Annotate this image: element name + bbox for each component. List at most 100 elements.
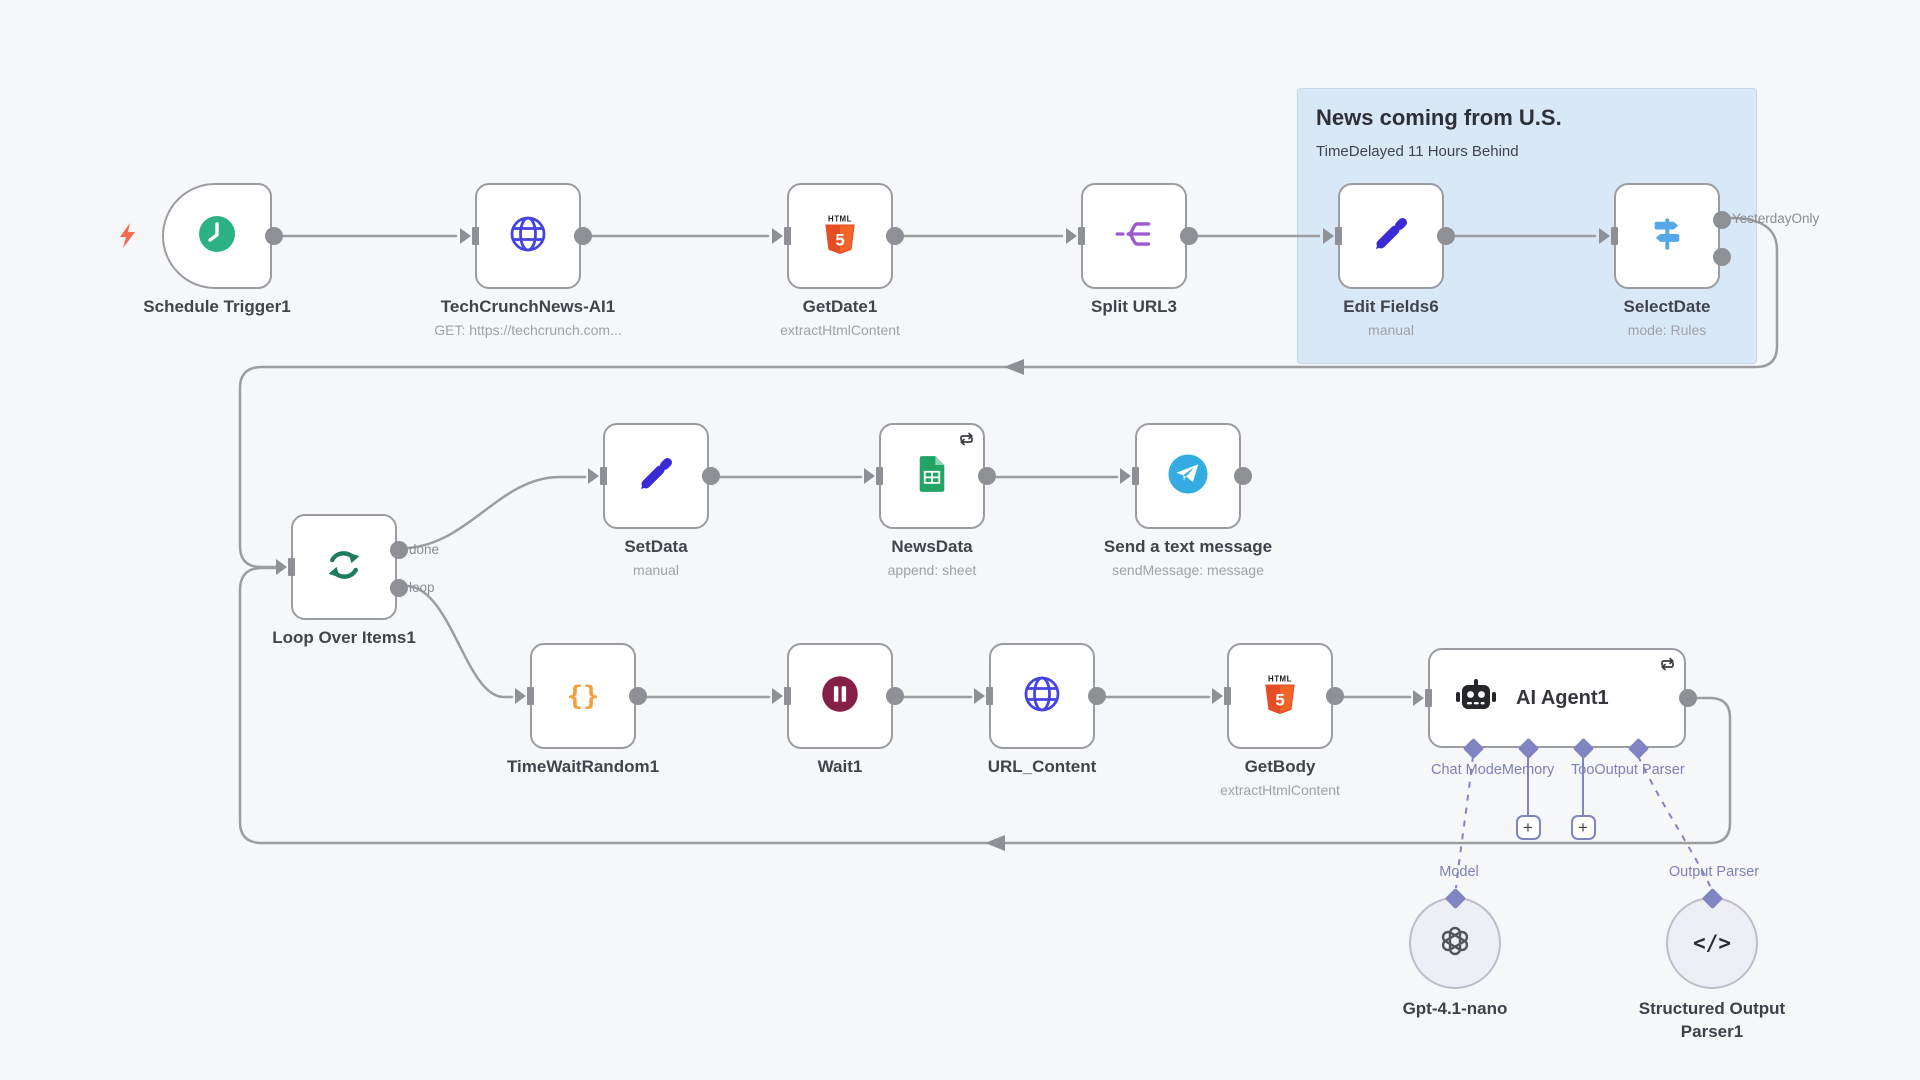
output-port[interactable]: [702, 467, 720, 485]
node-title: Loop Over Items1: [272, 628, 416, 647]
input-port[interactable]: [772, 228, 783, 244]
output-port[interactable]: [1437, 227, 1455, 245]
input-tab[interactable]: [986, 687, 993, 705]
node-structured-parser[interactable]: </>: [1666, 897, 1758, 989]
output-port[interactable]: [574, 227, 592, 245]
pencil-icon: [1371, 214, 1411, 259]
output-label: YesterdayOnly: [1732, 211, 1820, 226]
node-getbody[interactable]: HTML 5 GetBody extractHtmlContent: [1212, 643, 1344, 798]
input-port[interactable]: [772, 688, 783, 704]
node-techcrunch-news[interactable]: TechCrunchNews-AI1 GET: https://techcrun…: [434, 183, 622, 338]
output-port[interactable]: [1679, 689, 1697, 707]
gpt-model-label: Gpt-4.1-nano: [1402, 999, 1508, 1018]
input-tab[interactable]: [1132, 467, 1139, 485]
node-title: Wait1: [817, 757, 863, 776]
output-port[interactable]: [1180, 227, 1198, 245]
svg-text:5: 5: [835, 230, 844, 249]
node-getdate[interactable]: HTML 5 GetDate1 extractHtmlContent: [772, 183, 904, 338]
node-split-url[interactable]: Split URL3: [1066, 183, 1198, 316]
openai-icon: [1432, 918, 1478, 969]
pause-icon: [820, 674, 860, 719]
svg-text:HTML: HTML: [1268, 674, 1292, 683]
input-tab[interactable]: [876, 467, 883, 485]
node-title: NewsData: [891, 537, 973, 556]
pencil-icon: [636, 454, 676, 499]
input-port[interactable]: [974, 688, 985, 704]
code-braces-icon: {}: [566, 680, 600, 712]
robot-icon: [1454, 677, 1498, 720]
node-title: GetDate1: [802, 297, 878, 316]
model-port-label: Model: [1439, 864, 1479, 880]
add-tool-button[interactable]: +: [1570, 814, 1596, 840]
globe-icon: [1021, 673, 1063, 720]
input-tab[interactable]: [1224, 687, 1231, 705]
node-ai-agent[interactable]: AI Agent1: [1413, 648, 1697, 748]
input-tab[interactable]: [784, 687, 791, 705]
telegram-icon: [1166, 452, 1210, 501]
input-port[interactable]: [864, 468, 875, 484]
input-port[interactable]: [1323, 228, 1334, 244]
output-port[interactable]: [1326, 687, 1344, 705]
output-port[interactable]: [978, 467, 996, 485]
input-tab[interactable]: [1078, 227, 1085, 245]
node-loop-over-items[interactable]: done loop Loop Over Items1: [272, 514, 439, 647]
output-port-loop[interactable]: [390, 579, 408, 597]
input-tab[interactable]: [1425, 689, 1432, 707]
input-port[interactable]: [460, 228, 471, 244]
svg-text:HTML: HTML: [828, 214, 852, 223]
input-port[interactable]: [588, 468, 599, 484]
split-out-icon: [1115, 217, 1153, 256]
return-arrow-top: [1004, 359, 1024, 375]
node-selectdate[interactable]: YesterdayOnly SelectDate mode: Rules: [1599, 183, 1819, 338]
input-tab[interactable]: [472, 227, 479, 245]
node-title: SetData: [624, 537, 688, 556]
input-port[interactable]: [1413, 690, 1424, 706]
input-port[interactable]: [1212, 688, 1223, 704]
input-port[interactable]: [1599, 228, 1610, 244]
node-title: SelectDate: [1623, 297, 1711, 316]
node-setdata[interactable]: SetData manual: [588, 423, 720, 578]
wire-loop-timewait: [406, 584, 514, 699]
output-port[interactable]: [629, 687, 647, 705]
wire-done-setdata: [406, 475, 587, 550]
node-schedule-trigger[interactable]: Schedule Trigger1: [143, 183, 291, 316]
node-title: Edit Fields6: [1343, 297, 1439, 316]
output-port-yesterdayonly[interactable]: [1713, 211, 1731, 229]
node-subtitle: GET: https://techcrunch.com...: [434, 322, 622, 338]
input-tab[interactable]: [784, 227, 791, 245]
input-tab[interactable]: [288, 558, 295, 576]
node-url-content[interactable]: URL_Content: [974, 643, 1106, 776]
html5-icon: HTML 5: [822, 213, 858, 260]
output-port[interactable]: [265, 227, 283, 245]
input-tab[interactable]: [527, 687, 534, 705]
add-memory-button[interactable]: +: [1515, 814, 1541, 840]
node-title: TechCrunchNews-AI1: [440, 297, 616, 316]
input-port[interactable]: [515, 688, 526, 704]
input-port[interactable]: [276, 559, 287, 575]
output-port-2[interactable]: [1713, 248, 1731, 266]
output-port[interactable]: [1234, 467, 1252, 485]
node-subtitle: manual: [1368, 322, 1414, 338]
node-send-text-message[interactable]: Send a text message sendMessage: message: [1104, 423, 1272, 578]
node-edit-fields[interactable]: Edit Fields6 manual: [1323, 183, 1455, 338]
agent-connector-labels-left: Chat ModeMemory: [1431, 762, 1555, 778]
input-port[interactable]: [1066, 228, 1077, 244]
input-tab[interactable]: [600, 467, 607, 485]
output-port[interactable]: [1088, 687, 1106, 705]
output-port[interactable]: [886, 687, 904, 705]
loop-icon: [323, 544, 365, 591]
node-newsdata[interactable]: NewsData append: sheet: [864, 423, 996, 578]
output-port[interactable]: [886, 227, 904, 245]
input-port[interactable]: [1120, 468, 1131, 484]
svg-text:5: 5: [1275, 690, 1284, 709]
node-timewaitrandom[interactable]: {} TimeWaitRandom1: [507, 643, 659, 776]
output-port-done[interactable]: [390, 541, 408, 559]
input-tab[interactable]: [1611, 227, 1618, 245]
node-wait[interactable]: Wait1: [772, 643, 904, 776]
output-label-loop: loop: [409, 580, 435, 595]
input-tab[interactable]: [1335, 227, 1342, 245]
node-gpt-model[interactable]: [1409, 897, 1501, 989]
output-label-done: done: [409, 542, 440, 557]
node-subtitle: append: sheet: [887, 562, 977, 578]
